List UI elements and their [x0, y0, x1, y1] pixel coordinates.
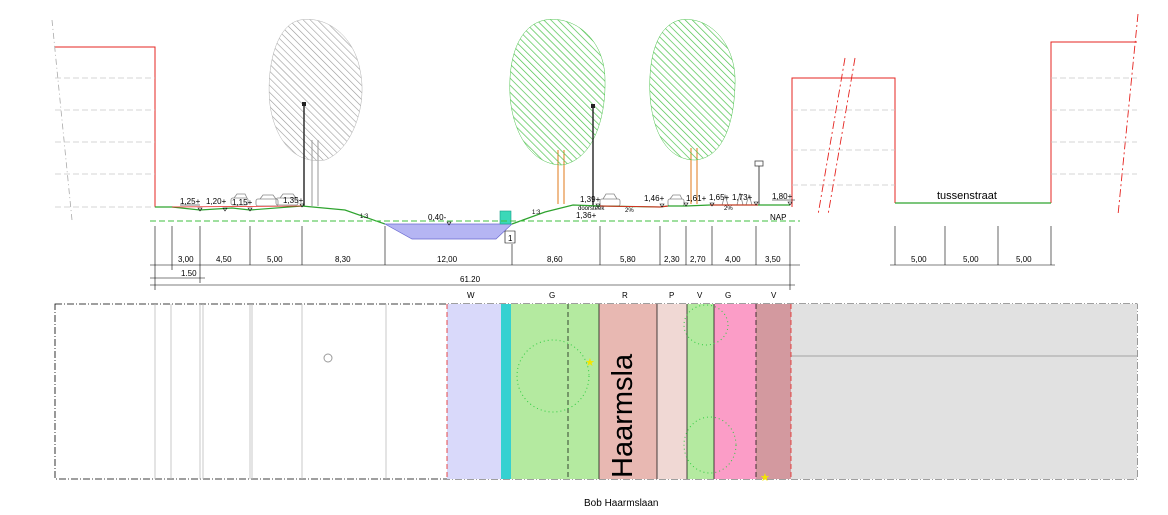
level-label: 1,73+ [732, 193, 753, 202]
dimension-label: 2,30 [664, 255, 680, 264]
lamp-post-2 [591, 104, 595, 206]
nap-label: NAP [770, 213, 786, 222]
level-label: 1,80+ [772, 192, 793, 201]
dimension-label: 5,80 [620, 255, 636, 264]
zone-label: W [467, 291, 475, 300]
lamp-post-1 [302, 102, 306, 206]
tree-grey [268, 19, 363, 206]
dimension-label: 4,00 [725, 255, 741, 264]
star-icon: ★ [585, 356, 595, 369]
svg-text:1: 1 [508, 234, 513, 243]
middle-building [791, 57, 896, 216]
plan-view: W G R P V G V [54, 291, 1138, 509]
dimension-label: 3,50 [765, 255, 781, 264]
slope-left-label: 1:3 [360, 214, 369, 220]
dimension-label: 2,70 [690, 255, 706, 264]
dimension-label: 8,30 [335, 255, 351, 264]
level-label: 1,35+ [283, 196, 304, 205]
plan-zone-walk [687, 304, 714, 479]
level-label: 1,46+ [644, 194, 665, 203]
level-label: 1,20+ [206, 197, 227, 206]
slope-right-label: 1:3 [532, 210, 541, 216]
dimension-label: 4,50 [216, 255, 232, 264]
level-label: 1,36+ [576, 211, 597, 220]
sub-dimension-label: 1.50 [181, 269, 197, 278]
plan-tree-grey [323, 353, 333, 363]
tree-green-2 [649, 19, 736, 204]
plan-caption: Bob Haarmslaan [584, 498, 658, 509]
street-label: tussenstraat [937, 190, 997, 202]
plan-zone-green [511, 304, 599, 479]
plan-zone-parking [657, 304, 687, 479]
dimension-label: 5,00 [267, 255, 283, 264]
level-label: 1,25+ [180, 197, 201, 206]
dimension-label: 12,00 [437, 255, 458, 264]
dimension-label: 8,60 [547, 255, 563, 264]
doorsteek-label: doorsteek [578, 206, 605, 212]
plan-zone-side [791, 304, 1137, 479]
dimension-label: 3,00 [178, 255, 194, 264]
level-label: 1,15+ [232, 198, 253, 207]
total-width-label: 61.20 [460, 275, 481, 284]
street-name-vertical: Haarmsla [607, 353, 639, 478]
gradient-label: 2% [724, 206, 733, 212]
plan-zone-road [599, 304, 657, 479]
zone-label: P [669, 291, 674, 300]
side-dimension-label: 5,00 [911, 255, 927, 264]
right-facade [1050, 13, 1139, 216]
plan-zone-bike [756, 304, 791, 479]
plan-zone-green-2 [714, 304, 756, 479]
zone-label: G [549, 291, 555, 300]
plan-zone-canal-edge [501, 304, 511, 479]
cross-section: 1,25+ 1,20+ 1,15+ 1,35+ 0,40- 1,39+ 1,36… [51, 13, 1139, 290]
canal-edge-icon [499, 210, 512, 225]
plan-tree-canopies [516, 304, 737, 474]
side-dimension-label: 5,00 [963, 255, 979, 264]
star-icon: ★ [760, 471, 770, 484]
zone-label: V [697, 291, 703, 300]
level-labels: 1,25+ 1,20+ 1,15+ 1,35+ 0,40- 1,39+ 1,36… [180, 192, 795, 226]
car-icons [230, 192, 753, 207]
level-label: 1,65+ [709, 193, 730, 202]
level-label: 0,40- [428, 213, 447, 222]
zone-label: G [725, 291, 731, 300]
water-depth-marker: 1 [504, 230, 516, 244]
gradient-label: 2% [625, 208, 634, 214]
side-dimension-label: 5,00 [1016, 255, 1032, 264]
dimension-labels: 3,00 4,50 5,00 8,30 12,00 8,60 5,80 2,30… [178, 255, 1032, 284]
zone-label: V [771, 291, 777, 300]
left-facade [51, 19, 156, 221]
level-label: 1,61+ [686, 194, 707, 203]
tree-green-1 [509, 19, 606, 204]
plan-left-lines [154, 304, 387, 479]
level-label: 1,39+ [580, 195, 601, 204]
plan-zone-water [447, 304, 501, 479]
water-canal [383, 223, 513, 240]
lamp-post-3 [754, 160, 764, 205]
dimension-lines [150, 226, 1055, 290]
zone-label: R [622, 291, 628, 300]
ground-profile [155, 202, 1051, 240]
